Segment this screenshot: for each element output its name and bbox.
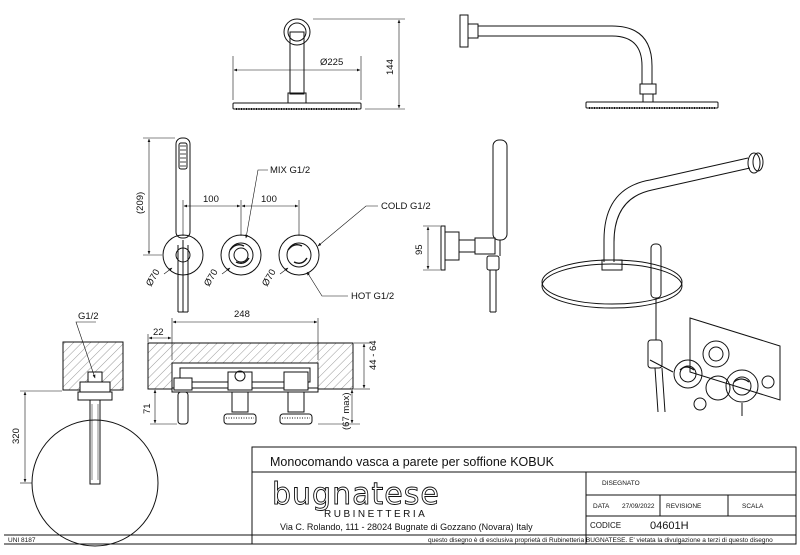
dim-head-diameter: Ø225 — [320, 57, 343, 68]
codice-label: CODICE — [590, 521, 621, 530]
disclaimer-text: questo disegno è di esclusiva proprietà … — [428, 537, 773, 544]
dim-side-height: 95 — [414, 244, 425, 255]
dim-height-71: 71 — [142, 403, 153, 414]
dim-head-height: 144 — [385, 59, 396, 75]
revisione-label: REVISIONE — [666, 503, 702, 510]
callout-cold: COLD G1/2 — [381, 201, 431, 212]
callout-mix: MIX G1/2 — [270, 165, 310, 176]
isometric-view — [541, 152, 781, 416]
company-address: Via C. Rolando, 111 - 28024 Bugnate di G… — [280, 522, 533, 532]
dim-offset-22: 22 — [153, 327, 164, 338]
dim-height-320: 320 — [11, 428, 22, 444]
brand-subtitle: RUBINETTERIA — [324, 509, 427, 520]
head-arm-view — [459, 14, 719, 109]
dim-pipe-g12: G1/2 — [78, 311, 99, 322]
data-label: DATA — [593, 503, 610, 510]
front-view — [143, 137, 378, 313]
drawing-title: Monocomando vasca a parete per soffione … — [270, 455, 555, 469]
dim-rosette-1: Ø70 — [144, 267, 163, 288]
head-side-view — [232, 18, 405, 110]
disegnato-label: DISEGNATO — [602, 480, 640, 487]
wall-top-section — [20, 321, 159, 547]
dim-rosette-3: Ø70 — [260, 267, 279, 288]
dim-height-67max: (67 max) — [341, 393, 352, 430]
dim-spacing-left: 100 — [203, 194, 219, 205]
scala-label: SCALA — [742, 503, 764, 510]
callout-hot: HOT G1/2 — [351, 291, 394, 302]
brand-logo: bugnatese — [272, 477, 440, 512]
dim-body-length: 248 — [234, 309, 250, 320]
codice-value: 04601H — [650, 520, 689, 532]
dim-rosette-2: Ø70 — [202, 267, 221, 288]
builtin-section — [147, 318, 370, 425]
dim-handshower-height: (209) — [135, 192, 146, 214]
title-block-frame — [4, 446, 797, 545]
standard-label: UNI 8187 — [8, 537, 36, 544]
dim-depth-range: 44 - 64 — [368, 340, 379, 370]
side-profile — [423, 139, 508, 313]
dim-spacing-right: 100 — [261, 194, 277, 205]
data-value: 27/09/2022 — [622, 503, 655, 510]
